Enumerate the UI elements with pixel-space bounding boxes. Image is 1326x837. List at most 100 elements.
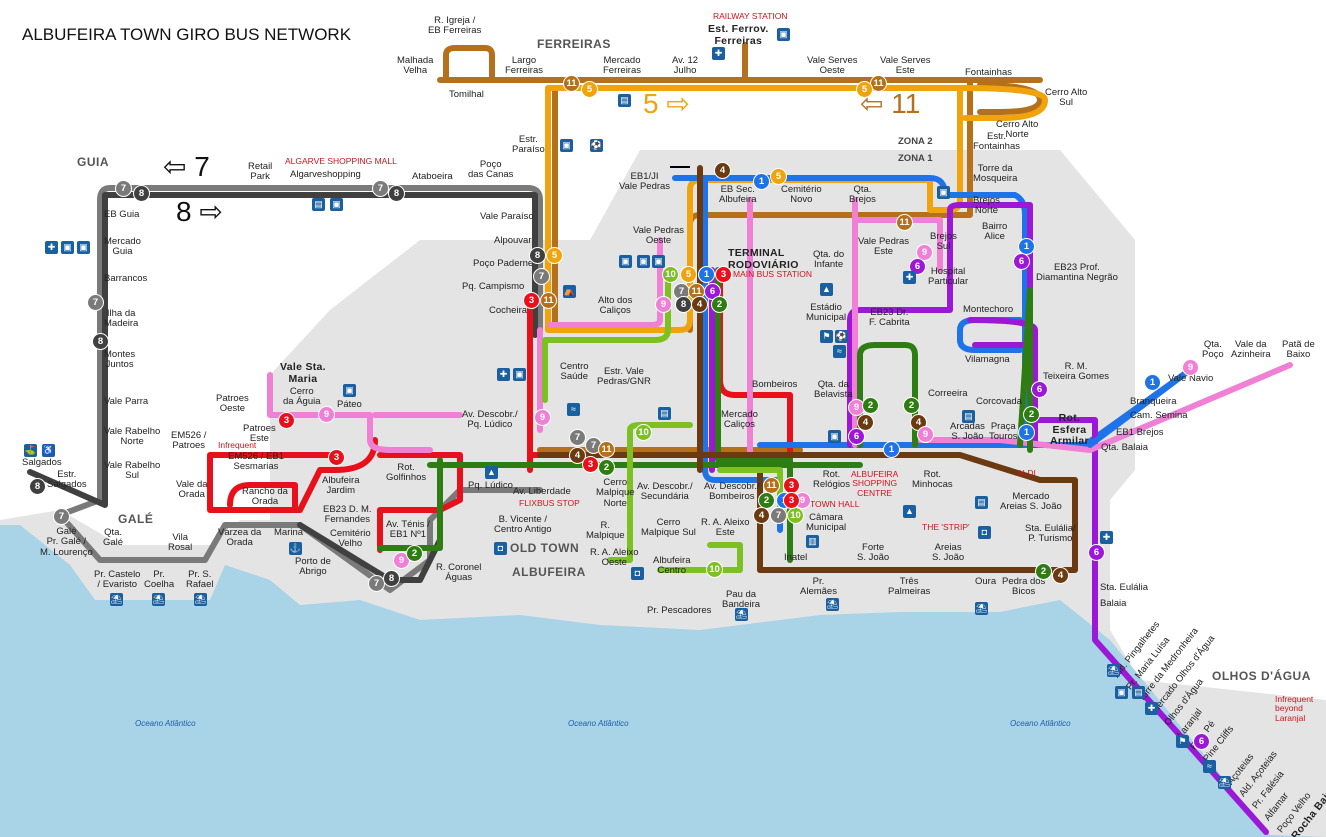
stop-arcadas[interactable]: Arcadas S. João (950, 421, 985, 443)
stop-raae[interactable]: R. A. Aleixo Este (701, 517, 750, 539)
route-10-badge[interactable]: 10 (662, 266, 679, 283)
stop-touros[interactable]: Praça Touros (989, 421, 1018, 443)
stop-tenis[interactable]: Av. Ténis / EB1 Nº1 (386, 519, 430, 541)
stop-vrs[interactable]: Vale Rabelho Sul (104, 460, 161, 482)
stop-fontainhas[interactable]: Fontainhas (965, 67, 1013, 78)
stop-estpar[interactable]: Estr. Paraíso (512, 134, 545, 156)
stop-coronel[interactable]: R. Coronel Águas (436, 562, 482, 584)
stop-ataboeira[interactable]: Ataboeira (412, 171, 453, 182)
route-2-badge[interactable]: 2 (598, 459, 615, 476)
stop-montes[interactable]: Montes Juntos (104, 349, 136, 371)
stop-ajardim[interactable]: Albufeira Jardim (322, 475, 360, 497)
route-5-badge[interactable]: 5 (856, 81, 873, 98)
route-7-badge[interactable]: 7 (115, 180, 132, 197)
stop-patroeso[interactable]: Patroes Oeste (216, 393, 249, 415)
stop-vparra[interactable]: Vale Parra (104, 396, 149, 407)
route-4-badge[interactable]: 4 (691, 296, 708, 313)
stop-azinheira[interactable]: Vale da Azinheira (1231, 339, 1271, 361)
route-8-badge[interactable]: 8 (383, 570, 400, 587)
route-1-badge[interactable]: 1 (1144, 374, 1161, 391)
route-6-badge[interactable]: 6 (848, 428, 865, 445)
stop-teixeira[interactable]: R. M. Teixeira Gomes (1043, 361, 1109, 383)
route-7-badge[interactable]: 7 (372, 180, 389, 197)
stop-valepar[interactable]: Vale Paraíso (480, 211, 534, 222)
route-2-badge[interactable]: 2 (1035, 563, 1052, 580)
stop-pedra[interactable]: Pedra dos Bicos (1002, 576, 1046, 598)
route-7-badge[interactable]: 7 (87, 294, 104, 311)
stop-em526p[interactable]: EM526 / Patroes (171, 430, 207, 452)
route-6-badge[interactable]: 6 (1013, 253, 1030, 270)
stop-rafael[interactable]: Pr. S. Rafael (186, 569, 214, 591)
stop-pateo[interactable]: Páteo (337, 399, 362, 410)
stop-alemaes[interactable]: Pr. Alemães (800, 576, 837, 598)
stop-estadio[interactable]: Estádio Municipal (806, 302, 847, 324)
stop-avlib[interactable]: Av. Liberdade (513, 486, 571, 497)
stop-qtagale[interactable]: Qta. Galé (103, 527, 124, 549)
stop-pau[interactable]: Pau da Bandeira (722, 589, 761, 611)
stop-ebbrejos[interactable]: EB1 Brejos (1116, 427, 1164, 438)
stop-estsalg[interactable]: Estr. Salgados (47, 469, 87, 491)
route-7-badge[interactable]: 7 (770, 507, 787, 524)
route-2-badge[interactable]: 2 (862, 397, 879, 414)
route-9-badge[interactable]: 9 (534, 409, 551, 426)
stop-mareias[interactable]: Mercado Areias S. João (1000, 491, 1062, 513)
stop-avdbomb[interactable]: Av. Descobr./ Bombeiros (704, 481, 760, 503)
stop-pqludico[interactable]: Pq. Lúdico (468, 480, 513, 491)
route-8-badge[interactable]: 8 (675, 296, 692, 313)
stop-infante[interactable]: Qta. do Infante (813, 249, 845, 271)
stop-vnavio[interactable]: Vale Navio (1168, 373, 1214, 384)
stop-avdsec[interactable]: Av. Descobr./ Secundária (637, 481, 693, 503)
stop-vilamagna[interactable]: Vilamagna (965, 354, 1010, 365)
route-3-badge[interactable]: 3 (278, 412, 295, 429)
route-5-badge[interactable]: 5 (581, 81, 598, 98)
stop-ilha[interactable]: Ilha da Madeira (104, 308, 139, 330)
route-3-badge[interactable]: 3 (783, 477, 800, 494)
stop-oura[interactable]: Oura (975, 576, 997, 587)
route-11-badge[interactable]: 11 (598, 441, 615, 458)
stop-estfont[interactable]: Estr. Fontainhas (973, 131, 1021, 153)
route-4-badge[interactable]: 4 (1052, 567, 1069, 584)
stop-minhocas[interactable]: Rot. Minhocas (912, 469, 953, 491)
stop-balaia[interactable]: Balaia (1100, 598, 1127, 609)
stop-vpo[interactable]: Vale Pedras Oeste (633, 225, 685, 247)
stop-qtabrejos[interactable]: Qta. Brejos (849, 184, 876, 206)
route-1-badge[interactable]: 1 (883, 441, 900, 458)
route-8-badge[interactable]: 8 (29, 478, 46, 495)
stop-alto[interactable]: Alto dos Caliços (598, 295, 633, 317)
route-6-badge[interactable]: 6 (1031, 381, 1048, 398)
stop-porto[interactable]: Porto de Abrigo (295, 556, 331, 578)
route-9-badge[interactable]: 9 (1182, 359, 1199, 376)
route-9-badge[interactable]: 9 (916, 244, 933, 261)
stop-castelo[interactable]: Pr. Castelo / Evaristo (94, 569, 141, 591)
route-6-badge[interactable]: 6 (1088, 544, 1105, 561)
stop-mercferr[interactable]: Mercado Ferreiras (603, 55, 642, 77)
stop-vse[interactable]: Vale Serves Este (880, 55, 931, 77)
route-5-badge[interactable]: 5 (546, 247, 563, 264)
route-8-badge[interactable]: 8 (529, 247, 546, 264)
stop-golfinhos[interactable]: Rot. Golfinhos (386, 462, 427, 484)
stop-can[interactable]: Cerro Alto Norte (996, 119, 1039, 141)
route-3-badge[interactable]: 3 (783, 492, 800, 509)
route-7-badge[interactable]: 7 (53, 508, 70, 525)
route-3-badge[interactable]: 3 (715, 266, 732, 283)
stop-poco[interactable]: Poço das Canas (468, 159, 514, 181)
route-5-badge[interactable]: 5 (770, 168, 787, 185)
stop-acentro[interactable]: Albufeira Centro (653, 555, 691, 577)
route-10-badge[interactable]: 10 (635, 424, 652, 441)
route-5-badge[interactable]: 5 (680, 266, 697, 283)
route-9-badge[interactable]: 9 (917, 426, 934, 443)
stop-correeira[interactable]: Correeira (928, 388, 968, 399)
stop-alpouvar[interactable]: Alpouvar (494, 235, 532, 246)
stop-vorada[interactable]: Vale da Orada (176, 479, 208, 501)
stop-ebsec[interactable]: EB Sec. Albufeira (719, 184, 757, 206)
stop-marina[interactable]: Marina (274, 527, 304, 538)
stop-igreja[interactable]: R. Igreja / EB Ferreiras (428, 15, 482, 37)
stop-campismo[interactable]: Pq. Campismo (462, 281, 525, 292)
stop-coelha[interactable]: Pr. Coelha (144, 569, 175, 591)
stop-vrn[interactable]: Vale Rabelho Norte (104, 426, 161, 448)
route-2-badge[interactable]: 2 (903, 397, 920, 414)
stop-cmn[interactable]: Cerro Malpique Norte (596, 477, 635, 509)
stop-vso[interactable]: Vale Serves Oeste (807, 55, 858, 77)
route-10-badge[interactable]: 10 (787, 507, 804, 524)
stop-hospital[interactable]: Hospital Particular (928, 266, 969, 288)
